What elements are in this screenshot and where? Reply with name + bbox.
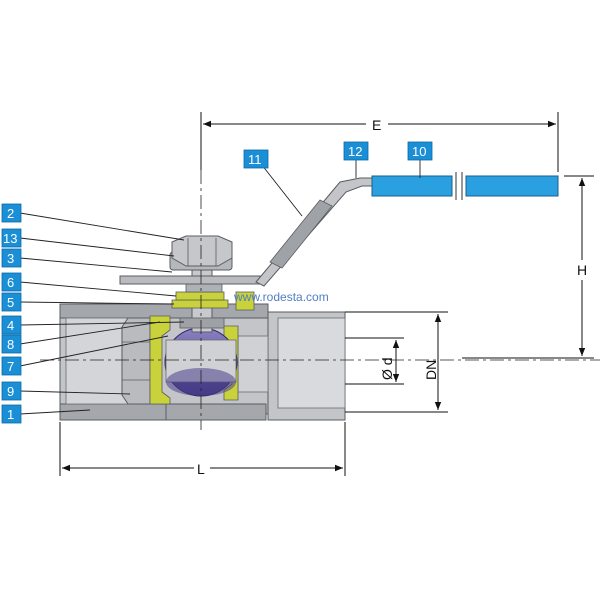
callout-8: 8 [1,334,22,354]
svg-text:4: 4 [7,318,14,333]
callout-11: 11 [243,149,269,169]
dimension-DN-label: DN [423,360,439,380]
svg-text:11: 11 [248,152,262,167]
callout-6: 6 [1,272,22,292]
stem-nut [169,235,233,271]
callout-12: 12 [343,141,369,161]
svg-text:10: 10 [412,144,426,159]
end-cap-insert [121,317,151,405]
watermark: www.rodesta.com [233,290,329,304]
dimension-L-label: L [197,461,205,477]
callout-2: 2 [1,203,22,223]
svg-text:12: 12 [348,144,362,159]
dimension-E: E [200,112,559,172]
svg-text:3: 3 [7,251,14,266]
dimension-E-label: E [372,117,381,133]
dimension-H: H [462,175,594,359]
svg-text:1: 1 [7,407,14,422]
dimension-H-label: H [577,262,587,278]
dimension-DN: DN [345,311,448,413]
leader-lines [19,152,421,415]
dimension-L: L [59,422,346,478]
callout-13: 13 [1,228,22,248]
handle-grip-right [465,175,559,197]
handle-plate [119,275,261,285]
callout-5: 5 [1,292,22,312]
svg-text:6: 6 [7,275,14,290]
svg-text:8: 8 [7,337,14,352]
handle-grip-left [371,175,453,197]
svg-text:5: 5 [7,295,14,310]
dimension-d-label: Ø d [379,357,395,380]
handle-lever [255,172,559,287]
callout-3: 3 [1,248,22,268]
callout-9: 9 [1,381,22,401]
callout-1: 1 [1,404,22,424]
svg-text:13: 13 [3,231,17,246]
svg-text:2: 2 [7,206,14,221]
dimension-d: Ø d [345,337,404,385]
svg-text:9: 9 [7,384,14,399]
callout-4: 4 [1,315,22,335]
callout-7: 7 [1,356,22,376]
callout-10: 10 [407,141,433,161]
svg-text:7: 7 [7,359,14,374]
center-lines [40,120,600,430]
